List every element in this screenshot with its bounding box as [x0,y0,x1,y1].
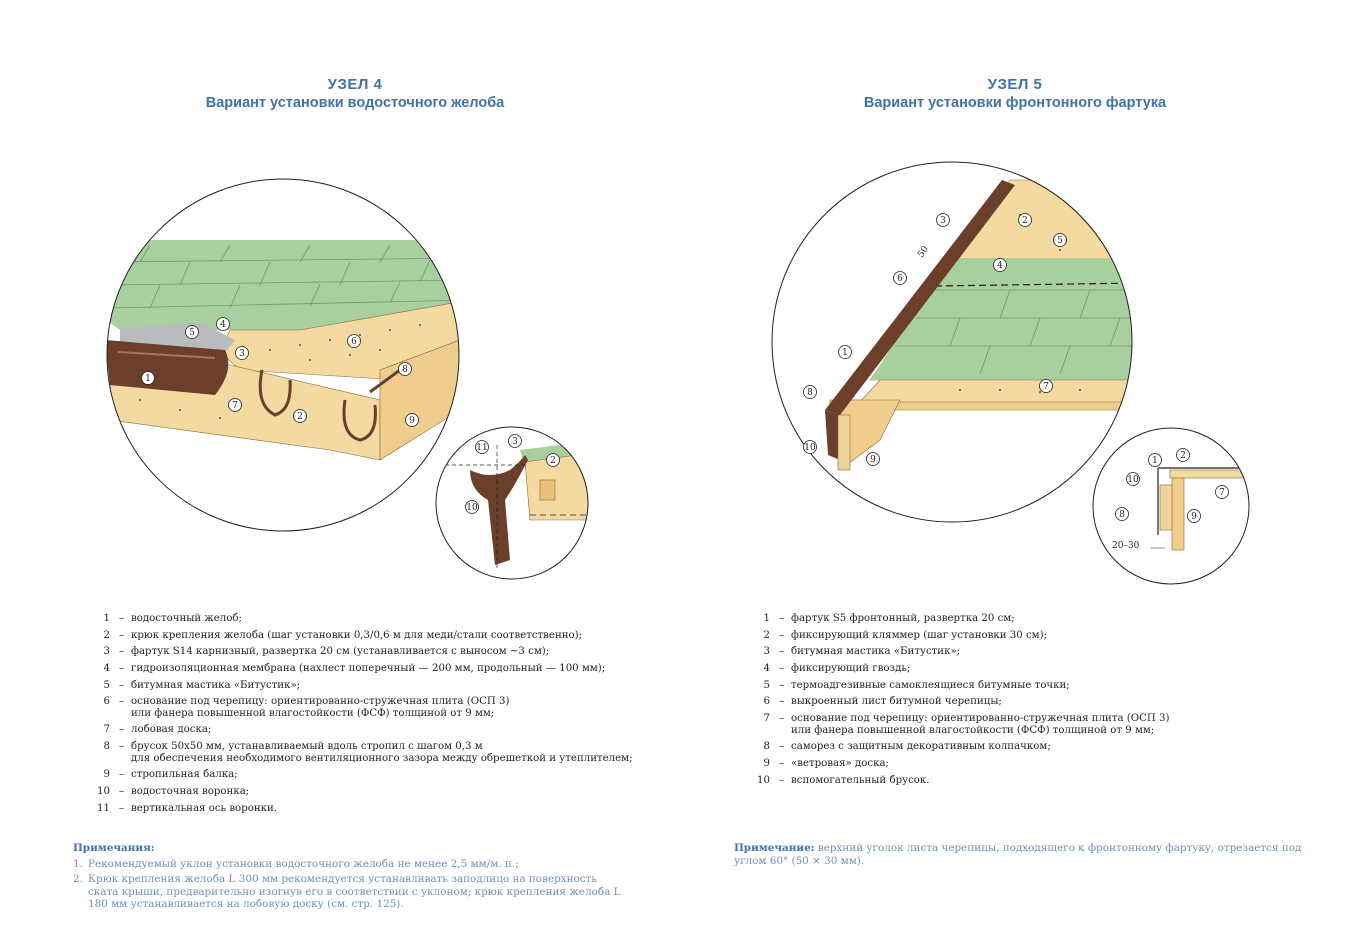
uzel5-callout-9: 9 [870,455,876,465]
legend-item: 3–фартук S14 карнизный, развертка 20 см … [103,646,550,658]
legend-item: 8–брусок 50х50 мм, устанавливаемый вдоль… [103,741,633,764]
legend-item: 6–выкроенный лист битумной черепицы; [763,696,1002,708]
uzel5-detail-callout-10: 10 [1127,475,1139,485]
uzel5-detail-callout-9: 9 [1191,512,1197,522]
uzel4-callout-1: 1 [145,374,151,384]
uzel4-callout-7: 7 [232,401,238,411]
uzel5-callout-7: 7 [1043,382,1049,392]
legend-item: 4–фиксирующий гвоздь; [763,663,911,675]
legend-item: 8–саморез с защитным декоративным колпач… [763,741,1051,753]
uzel5-detail-callout-8: 8 [1119,510,1125,520]
uzel5-callout-10: 10 [804,443,816,453]
uzel4-detail-callout-11: 11 [476,443,487,453]
uzel5-note-head: Примечание: [734,842,815,854]
note-item: 2.Крюк крепления желоба L 300 мм рекомен… [73,873,621,910]
legend-item: 2–крюк крепления желоба (шаг установки 0… [103,629,583,641]
uzel4-callout-8: 8 [402,365,408,375]
uzel5-subtitle: Вариант установки фронтонного фартука [863,95,1167,111]
uzel4-notes-head: Примечания: [73,842,155,854]
legend-item: 5–термоадгезивные самоклеящиеся битумные… [763,679,1070,691]
uzel4-callout-9: 9 [409,416,415,426]
legend-item: 7–основание под черепицу: ориентированно… [763,713,1170,736]
uzel5-callout-6: 6 [897,274,903,284]
uzel5-callout-2: 2 [1022,216,1028,226]
uzel5-callouts: 3 2 5 6 4 1 7 8 10 9 [803,213,1067,466]
uzel4-detail-callout-10: 10 [466,503,478,513]
uzel4-callout-5: 5 [189,328,195,338]
note-item: 1.Рекомендуемый уклон установки водосточ… [73,857,519,870]
uzel5-legend: 1–фартук S5 фронтонный, развертка 20 см;… [756,611,1316,789]
uzel5-detail-callout-7: 7 [1219,488,1225,498]
uzel4-detail-drawing: 11 3 2 10 [435,426,589,580]
legend-item: 1–водосточный желоб; [103,613,242,624]
uzel4-notes: Примечания: 1.Рекомендуемый уклон устано… [73,842,628,911]
legend-item: 6–основание под черепицу: ориентированно… [103,696,510,719]
uzel5-note: Примечание: верхний уголок листа черепиц… [734,842,1304,867]
legend-item: 3–битумная мастика «Битустик»; [763,646,961,658]
uzel4-main-drawing [106,178,460,532]
uzel4-title-block: УЗЕЛ 4 Вариант установки водосточного же… [180,76,530,111]
uzel4-callout-3: 3 [239,349,245,359]
uzel5-callout-3: 3 [940,216,946,226]
uzel5-main-drawing: 50 [771,161,1133,523]
legend-item: 1–фартук S5 фронтонный, развертка 20 см; [763,613,1015,624]
uzel4-subtitle: Вариант установки водосточного желоба [205,95,505,111]
uzel5-callout-1: 1 [842,348,848,358]
uzel5-callout-5: 5 [1057,236,1063,246]
legend-item: 11–вертикальная ось воронки. [97,802,278,814]
legend-item: 9–«ветровая» доска; [763,757,889,769]
uzel5-detail-drawing: 1 2 10 7 8 9 20–30 [1092,427,1250,585]
uzel4-callout-4: 4 [220,320,226,330]
uzel4-callouts: 1 2 3 4 5 6 7 8 9 [141,317,419,427]
uzel4-callout-6: 6 [351,337,357,347]
uzel4-callout-2: 2 [297,412,303,422]
uzel4-title: УЗЕЛ 4 [327,76,383,93]
uzel5-callout-8: 8 [807,388,813,398]
uzel5-detail-callout-2: 2 [1180,451,1186,461]
uzel4-detail-callout-2: 2 [550,456,556,466]
uzel4-detail-callout-3: 3 [512,437,518,447]
uzel5-title-block: УЗЕЛ 5 Вариант установки фронтонного фар… [840,76,1190,111]
uzel5-dim-20-30: 20–30 [1112,541,1140,551]
uzel5-callout-4: 4 [997,261,1003,271]
uzel4-legend: 1–водосточный желоб; 2–крюк крепления же… [96,611,656,817]
legend-item: 4–гидроизоляционная мембрана (нахлест по… [103,663,606,675]
legend-item: 2–фиксирующий кляммер (шаг установки 30 … [763,629,1048,641]
legend-item: 7–лобовая доска; [103,724,212,736]
uzel5-note-text: верхний уголок листа черепицы, подходяще… [734,842,1302,867]
uzel5-title: УЗЕЛ 5 [987,76,1043,93]
legend-item: 10–вспомогательный брусок. [757,774,930,786]
uzel5-detail-callout-1: 1 [1152,456,1158,466]
legend-item: 10–водосточная воронка; [97,785,250,797]
legend-item: 5–битумная мастика «Битустик»; [103,679,301,691]
legend-item: 9–стропильная балка; [103,769,238,781]
